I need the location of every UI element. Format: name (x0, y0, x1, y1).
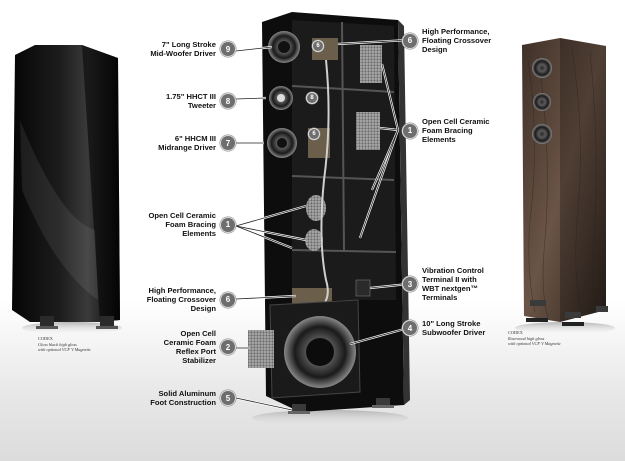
left-speaker-gloss (12, 45, 122, 334)
callout-label: Open Cell Ceramic Foam Reflex Port Stabi… (164, 329, 216, 365)
callout-number-badge: 2 (220, 339, 236, 355)
callout-aluminum-foot: Solid Aluminum Foot Construction 5 (150, 389, 236, 407)
callout-tweeter: 1.75" HHCT III Tweeter 8 (166, 92, 236, 110)
caption-line: with optional VCF V Magnetic (38, 347, 91, 353)
callout-number-badge: 3 (402, 276, 418, 292)
callout-number-badge: 8 (220, 93, 236, 109)
callout-number-badge: 6 (220, 292, 236, 308)
cutaway-badge-lower: 6 (308, 128, 320, 140)
callout-number-badge: 9 (220, 41, 236, 57)
center-speaker-cutaway (248, 12, 410, 426)
callout-crossover-right: 6 High Performance, Floating Crossover D… (402, 27, 491, 54)
callout-label: 1.75" HHCT III Tweeter (166, 92, 216, 110)
callout-foam-bracing-right: 1 Open Cell Ceramic Foam Bracing Element… (402, 117, 490, 144)
callout-number-badge: 1 (402, 123, 418, 139)
callout-foam-bracing-left: Open Cell Ceramic Foam Bracing Elements … (148, 211, 236, 238)
cutaway-badge-top: 6 (312, 40, 324, 52)
right-speaker-caption: CODEX Rosewood high gloss with optional … (508, 330, 561, 347)
callout-label: Open Cell Ceramic Foam Bracing Elements (148, 211, 216, 238)
left-speaker-caption: CODEX Gloss black high gloss with option… (38, 336, 91, 353)
callout-label: Solid Aluminum Foot Construction (150, 389, 216, 407)
callout-label: Open Cell Ceramic Foam Bracing Elements (422, 117, 490, 144)
right-speaker-rosewood (515, 38, 615, 334)
caption-line: with optional VCF V Magnetic (508, 341, 561, 347)
callout-reflex-port: Open Cell Ceramic Foam Reflex Port Stabi… (164, 329, 236, 365)
callout-mid-woofer: 7" Long Stroke Mid-Woofer Driver 9 (150, 40, 236, 58)
callout-number-badge: 7 (220, 135, 236, 151)
callout-subwoofer: 4 10" Long Stroke Subwoofer Driver (402, 319, 485, 337)
callout-label: 10" Long Stroke Subwoofer Driver (422, 319, 485, 337)
callout-label: Vibration Control Terminal II with WBT n… (422, 266, 484, 302)
callout-number-badge: 5 (220, 390, 236, 406)
callout-midrange: 6" HHCM III Midrange Driver 7 (158, 134, 236, 152)
callout-label: High Performance, Floating Crossover Des… (147, 286, 216, 313)
callout-number-badge: 1 (220, 217, 236, 233)
callout-label: 6" HHCM III Midrange Driver (158, 134, 216, 152)
callout-crossover-left: High Performance, Floating Crossover Des… (147, 286, 236, 313)
callout-label: High Performance, Floating Crossover Des… (422, 27, 491, 54)
callout-label: 7" Long Stroke Mid-Woofer Driver (150, 40, 216, 58)
callout-number-badge: 6 (402, 33, 418, 49)
callout-vibration-terminal: 3 Vibration Control Terminal II with WBT… (402, 266, 484, 302)
cutaway-badge-middle: 8 (306, 92, 318, 104)
callout-number-badge: 4 (402, 320, 418, 336)
